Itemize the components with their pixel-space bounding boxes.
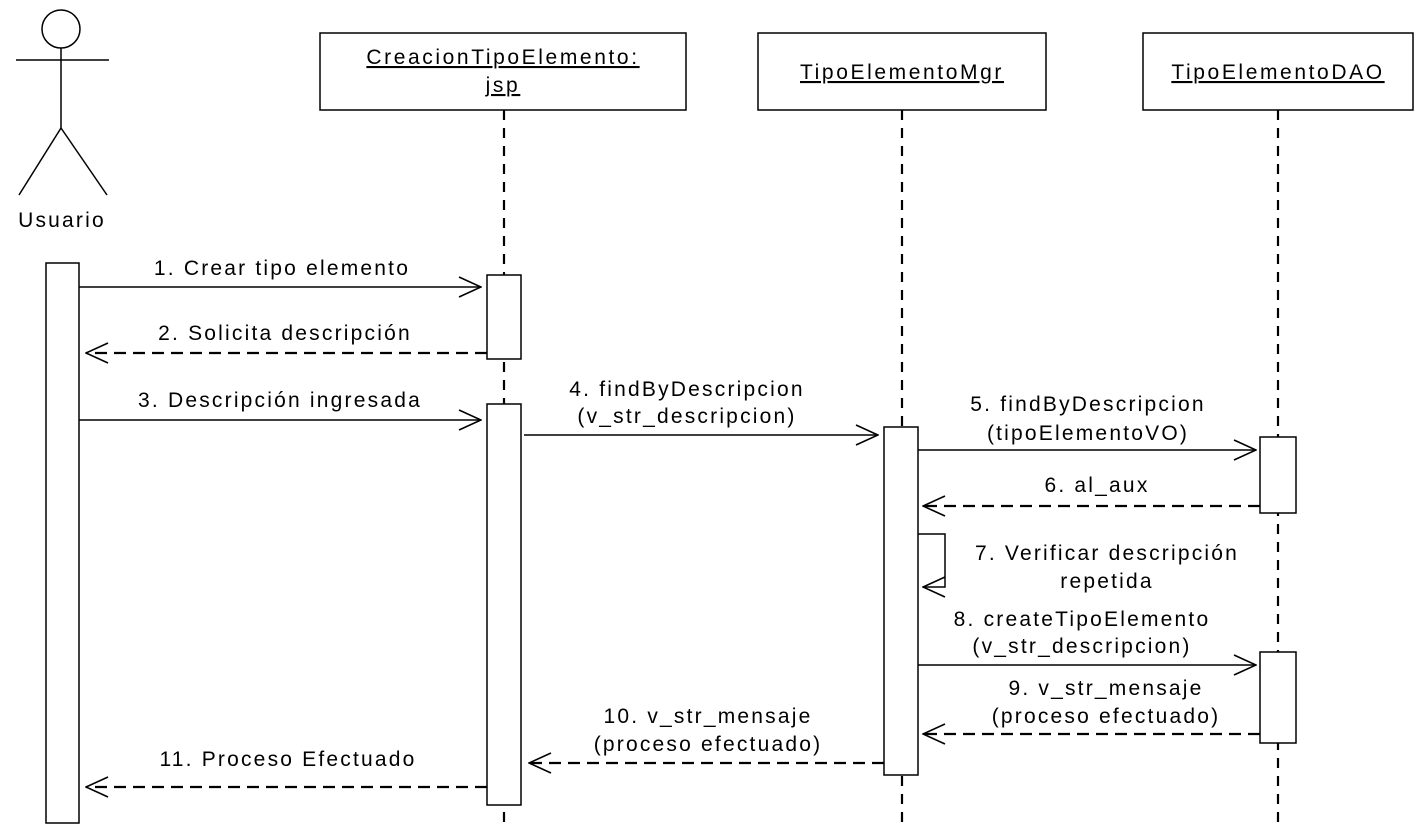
- lifeline-header-jsp: CreacionTipoElemento: jsp: [319, 32, 687, 111]
- actor-usuario: [16, 9, 109, 196]
- message-4-label-line1: 4. findByDescripcion: [569, 378, 804, 401]
- activation-usuario: [45, 262, 80, 824]
- actor-name: Usuario: [18, 209, 106, 232]
- message-9-label-line2: (proceso efectuado): [992, 705, 1221, 728]
- activation-jsp-1: [486, 274, 522, 360]
- lifeline-mgr-label: TipoElementoMgr: [800, 61, 1004, 84]
- message-5-label-line2: (tipoElementoVO): [987, 422, 1189, 445]
- message-5-label-line1: 5. findByDescripcion: [970, 393, 1205, 416]
- activation-dao-1: [1259, 436, 1297, 514]
- message-7-label-line1: 7. Verificar descripción: [975, 542, 1239, 565]
- activation-jsp-2: [486, 403, 522, 806]
- message-10-label-line2: (proceso efectuado): [594, 733, 823, 756]
- lifeline-header-mgr: TipoElementoMgr: [757, 32, 1047, 111]
- message-6-label: 6. al_aux: [1044, 474, 1149, 497]
- lifeline-jsp-label-line2: jsp: [485, 74, 521, 97]
- message-8-label-line2: (v_str_descripcion): [972, 635, 1191, 658]
- message-9-label-line1: 9. v_str_mensaje: [1008, 677, 1203, 700]
- message-3-label: 3. Descripción ingresada: [138, 389, 422, 412]
- message-10-label-line1: 10. v_str_mensaje: [604, 705, 813, 728]
- message-11-label: 11. Proceso Efectuado: [159, 748, 416, 771]
- message-2-label: 2. Solicita descripción: [158, 322, 412, 345]
- activation-dao-2: [1259, 651, 1297, 744]
- lifeline-header-dao: TipoElementoDAO: [1142, 32, 1414, 111]
- message-7-self-arrow: [918, 533, 946, 587]
- message-1-label: 1. Crear tipo elemento: [154, 257, 410, 280]
- lifeline-dao-label: TipoElementoDAO: [1171, 61, 1384, 84]
- lifeline-jsp-label-line1: CreacionTipoElemento:: [366, 46, 639, 69]
- message-4-label-line2: (v_str_descripcion): [577, 405, 796, 428]
- activation-mgr: [883, 426, 919, 776]
- message-7-label-line2: repetida: [1060, 570, 1154, 593]
- actor-left-leg: [18, 127, 62, 196]
- actor-head: [41, 9, 81, 49]
- message-8-label-line1: 8. createTipoElemento: [954, 608, 1211, 631]
- actor-right-leg: [60, 127, 108, 196]
